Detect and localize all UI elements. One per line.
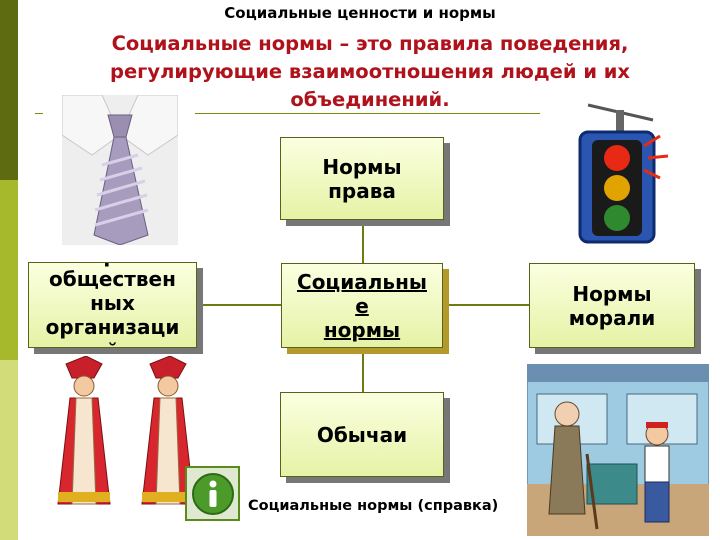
customs-label: Обычаи <box>316 422 408 447</box>
bus-scene-image <box>526 363 710 537</box>
decor-stripe-bottom <box>0 360 18 540</box>
connector-left <box>197 304 281 306</box>
moral-norms-box: Нормы морали <box>529 263 695 348</box>
connector-top <box>362 220 364 264</box>
tie-image <box>61 94 179 246</box>
folk-costume-image <box>44 355 199 511</box>
connector-right <box>443 304 530 306</box>
moral-norms-label: Нормы морали <box>568 281 656 330</box>
divider-left <box>35 113 43 114</box>
social-norms-label: Социальны е нормы <box>297 269 427 342</box>
decor-stripe-middle <box>0 180 18 360</box>
divider-main <box>195 113 540 114</box>
public-organization-norms-label: Нормы обществен ных организаци й <box>45 263 180 347</box>
info-link[interactable]: Социальные нормы (справка) <box>248 498 499 514</box>
info-button[interactable] <box>185 466 240 521</box>
definition-text: Социальные нормы – это правила поведения… <box>109 32 631 111</box>
public-organization-norms-box: Нормы обществен ных организаци й <box>28 262 197 348</box>
customs-box: Обычаи <box>280 392 444 477</box>
slide-title: Социальные ценности и нормы <box>224 4 496 22</box>
info-icon <box>191 472 234 515</box>
norms-of-law-box: Нормы права <box>280 137 444 220</box>
connector-bottom <box>362 345 364 393</box>
traffic-light-image <box>548 100 696 250</box>
decor-stripe-top <box>0 0 18 180</box>
social-norms-box[interactable]: Социальны е нормы <box>281 263 443 348</box>
norms-of-law-label: Нормы права <box>322 154 402 203</box>
